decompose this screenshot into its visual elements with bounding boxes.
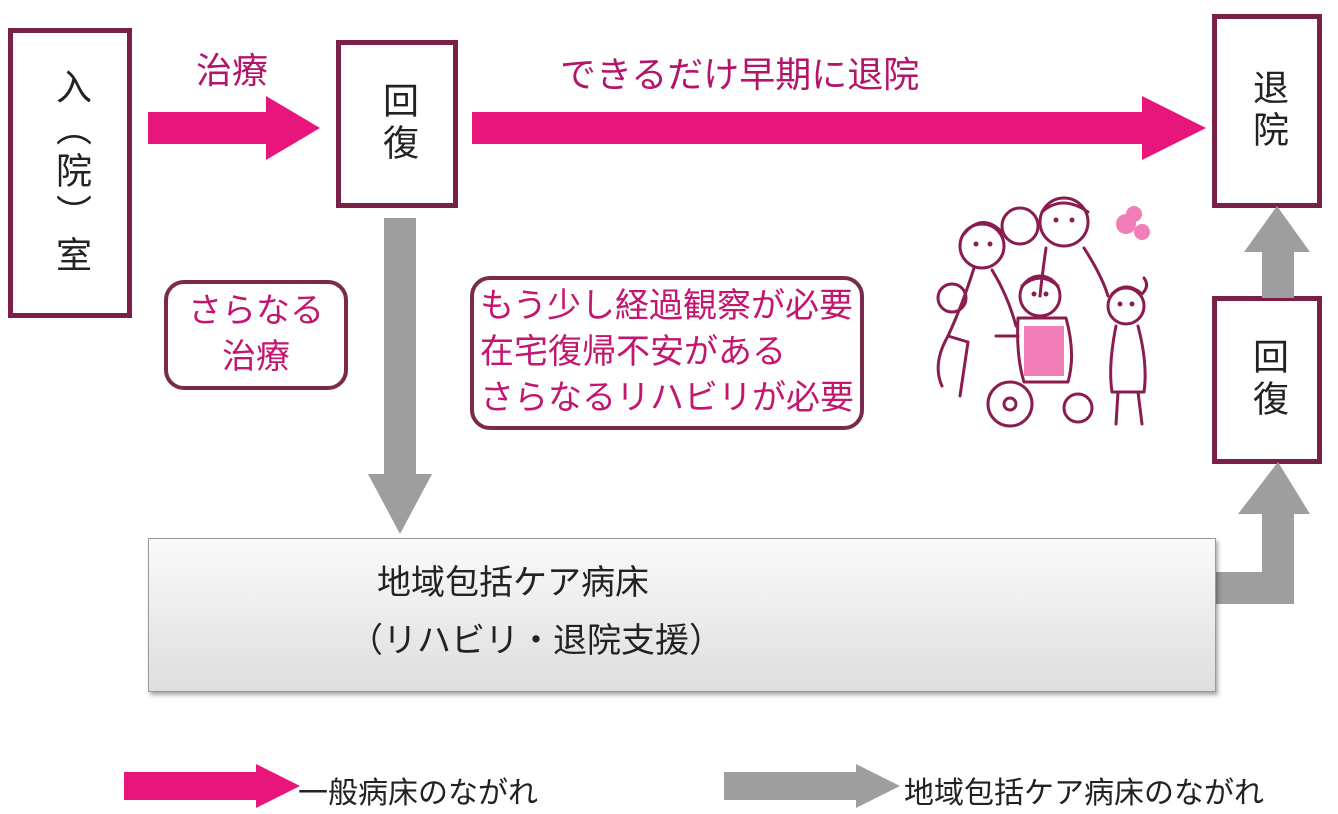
legend-community-arrow-icon [724, 764, 900, 808]
family-illustration [936, 196, 1150, 428]
recovery-to-discharge-arrow [1244, 206, 1310, 298]
further-treatment-line-1: さらなる [188, 291, 324, 332]
reason-item: 在宅復帰不安がある [480, 332, 786, 373]
recovery-label-top: 回復 [377, 82, 418, 166]
early-discharge-arrow [472, 96, 1206, 160]
treatment-arrow [148, 96, 320, 160]
legend-general-arrow-icon [124, 764, 300, 808]
early-discharge-label: できるだけ早期に退院 [560, 55, 920, 96]
reason-item: さらなるリハビリが必要 [480, 377, 854, 418]
discharge-label: 退院 [1247, 69, 1288, 153]
discharge-box: 退院 [1212, 14, 1322, 208]
further-treatment-line-2: 治療 [222, 337, 290, 377]
recovery-box-top: 回復 [336, 40, 458, 208]
recovery-label-right: 回復 [1247, 338, 1288, 422]
recovery-box-right: 回復 [1212, 296, 1322, 464]
reason-item: もう少し経過観察が必要 [480, 286, 853, 327]
community-care-ward-box: 地域包括ケア病床 （リハビリ・退院支援） [148, 538, 1216, 692]
care-to-recovery-arrow [1214, 462, 1310, 604]
down-arrow-to-care [368, 218, 432, 534]
treatment-label: 治療 [196, 51, 269, 92]
reasons-box: もう少し経過観察が必要 在宅復帰不安がある さらなるリハビリが必要 [470, 276, 864, 430]
care-ward-subtitle: （リハビリ・退院支援） [349, 621, 723, 661]
admission-label: 入（院）室 [50, 68, 91, 278]
care-ward-title: 地域包括ケア病床 [377, 563, 649, 603]
legend-community-label: 地域包括ケア病床のながれ [904, 776, 1264, 811]
admission-box: 入（院）室 [8, 28, 132, 318]
legend-general-label: 一般病床のながれ [298, 776, 538, 811]
further-treatment-box: さらなる 治療 [164, 280, 348, 390]
